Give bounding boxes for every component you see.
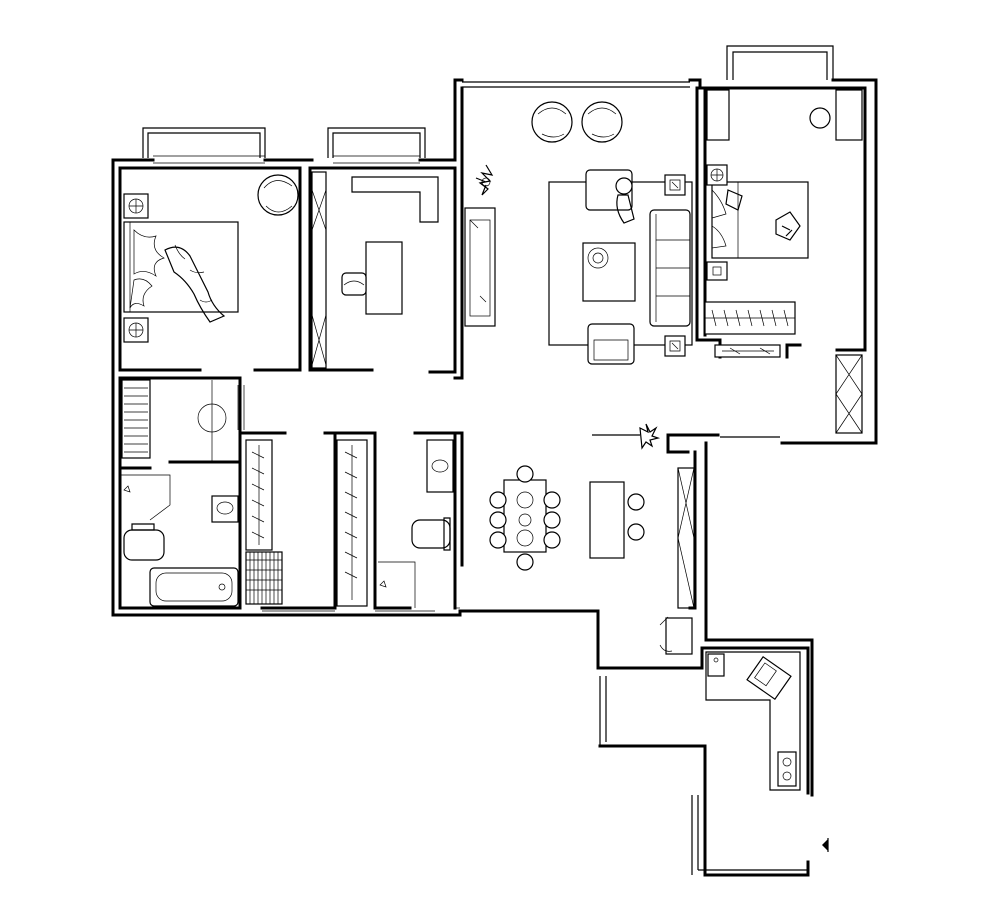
second-bedroom — [704, 89, 863, 434]
window-seat — [706, 89, 730, 141]
windows — [153, 155, 435, 617]
lamp-icon — [664, 174, 686, 196]
bay-windows — [142, 45, 834, 158]
office-chair — [341, 272, 367, 296]
bathroom-2 — [378, 439, 454, 608]
study — [311, 171, 439, 369]
island — [589, 481, 625, 559]
plant-icon-2 — [639, 423, 661, 450]
stove — [777, 751, 797, 787]
master-bed — [123, 221, 239, 313]
entry-arrow-icon — [822, 838, 829, 852]
second-bed — [711, 181, 809, 259]
laundry-area — [121, 379, 227, 462]
dining-room — [489, 423, 695, 655]
radiator — [121, 379, 151, 459]
walk-in-closet — [245, 439, 368, 607]
bathroom-1 — [120, 474, 239, 607]
lamp-icon-bottom — [664, 335, 686, 357]
bookshelf — [311, 171, 327, 369]
armchair — [257, 174, 299, 216]
coffee-table — [582, 242, 636, 302]
armchair-pair — [531, 101, 623, 143]
desk — [351, 176, 439, 223]
exterior-walls — [111, 78, 878, 877]
bar-stools — [627, 493, 645, 541]
bathtub — [149, 567, 239, 607]
appliance — [707, 653, 725, 677]
plant-icon — [475, 164, 494, 196]
basin-2 — [426, 439, 454, 493]
dining-table — [503, 479, 547, 553]
tv-cabinet — [464, 207, 496, 327]
kitchen — [705, 651, 829, 852]
shoe-rack — [245, 551, 283, 605]
toilet — [123, 523, 165, 561]
master-bedroom — [123, 174, 299, 343]
dining-chairs — [489, 465, 561, 571]
sideboard — [677, 467, 695, 609]
sink — [746, 655, 792, 701]
living-room — [464, 101, 693, 365]
lounge-chair — [585, 169, 635, 224]
armchair-bottom — [587, 323, 635, 365]
study-table — [365, 241, 403, 315]
basin — [211, 495, 239, 523]
closet-doors — [835, 354, 863, 434]
fridge — [659, 616, 693, 655]
toilet-2 — [411, 517, 451, 551]
